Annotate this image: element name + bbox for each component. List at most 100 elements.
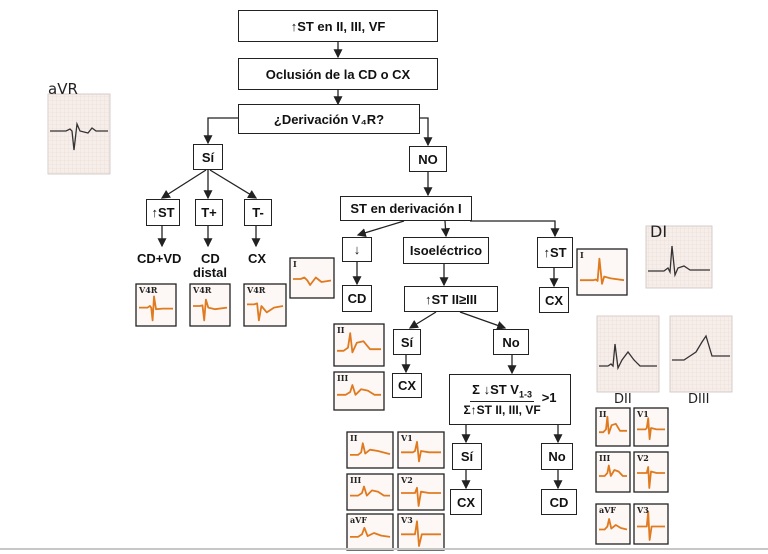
- ecg-photo-di: [645, 225, 713, 289]
- ecg-strip-label: III: [350, 475, 361, 485]
- node-st-lead-i: ST en derivación I: [340, 196, 472, 221]
- ecg-trace: [401, 440, 441, 463]
- ecg-strip-label: III: [337, 373, 348, 383]
- ecg-strip-label: aVF: [599, 505, 616, 515]
- ecg-strip-v2-right: V2: [633, 451, 669, 493]
- figure-label-avr: aVR: [48, 80, 78, 98]
- node-t-positive: T+: [195, 199, 223, 226]
- ecg-strip-label: V1: [400, 433, 413, 443]
- ecg-trace: [637, 466, 665, 489]
- ecg-strip-v4r-3: V4R: [243, 283, 287, 327]
- node-no-3: No: [541, 443, 573, 470]
- ecg-strip-avf-bottom: aVF: [346, 513, 394, 551]
- ecg-trace: [637, 510, 665, 541]
- ecg-strip-label: aVF: [350, 515, 367, 525]
- ecg-strip-iii: III: [333, 371, 385, 411]
- ecg-strip-ii-right: II: [595, 407, 631, 447]
- result-cd-left: CD: [342, 285, 372, 312]
- ecg-strip-label: I: [293, 259, 297, 269]
- node-occlusion: Oclusión de la CD o CX: [238, 58, 438, 90]
- result-cx-right: CX: [539, 287, 569, 313]
- node-formula: Σ ↓ST V1-3 Σ↑ST II, III, VF >1: [449, 374, 571, 425]
- ecg-trace: [599, 415, 627, 435]
- ecg-strip-ii-bottom: II: [346, 431, 394, 469]
- bottom-rule: [0, 548, 768, 550]
- ecg-trace: [350, 485, 390, 497]
- node-no: NO: [409, 146, 447, 172]
- ecg-strip-label: V4R: [192, 285, 212, 295]
- ecg-strip-iii-right: III: [595, 451, 631, 493]
- result-cd-bottom: CD: [541, 489, 577, 515]
- ecg-trace: [637, 417, 665, 441]
- ecg-strip-v2-bottom: V2: [397, 473, 445, 511]
- ecg-strip-v4r-2: V4R: [189, 283, 231, 327]
- ecg-trace: [337, 384, 381, 396]
- node-st-up-right: ↑ST: [537, 237, 573, 268]
- ecg-trace: [350, 526, 391, 538]
- ecg-strip-label: I: [580, 250, 584, 260]
- result-cx: CX: [248, 251, 267, 266]
- ecg-photo-diii: [669, 315, 733, 393]
- node-st-elevation: ↑ST en II, III, VF: [238, 10, 438, 42]
- figure-label-dii: DII: [614, 392, 632, 407]
- ecg-strip-label: V3: [400, 515, 413, 525]
- ecg-strip-v3-bottom: V3: [397, 513, 445, 551]
- node-st-ii-ge-iii: ↑ST II≥III: [404, 286, 498, 312]
- ecg-strip-ii: II: [333, 323, 385, 367]
- node-no-2: No: [493, 329, 529, 355]
- ecg-strip-label: V1: [636, 409, 649, 419]
- ecg-trace: [193, 298, 228, 322]
- ecg-strip-v4r-1: V4R: [135, 283, 177, 327]
- ecg-photo-avr: [47, 93, 111, 175]
- ecg-strip-label: V2: [400, 475, 413, 485]
- ecg-strip-label: II: [599, 409, 607, 419]
- ecg-strip-label: V3: [636, 505, 649, 515]
- result-cd-vd: CD+VD: [137, 251, 182, 266]
- result-cx-mid: CX: [392, 373, 422, 398]
- ecg-strip-v3-right: V3: [633, 503, 669, 545]
- ecg-trace: [401, 486, 441, 507]
- node-si-3: Sí: [452, 443, 482, 470]
- ecg-trace: [599, 464, 627, 477]
- ecg-strip-v1-bottom: V1: [397, 431, 445, 469]
- ecg-strip-label: V4R: [138, 285, 158, 295]
- node-v4r-question: ¿Derivación V₄R?: [238, 104, 420, 134]
- ecg-strip-label: II: [337, 325, 345, 335]
- node-isoelectric: Isoeléctrico: [403, 237, 489, 264]
- formula-numerator-sub: 1-3: [518, 389, 532, 400]
- ecg-trace: [247, 302, 284, 322]
- node-st-up: ↑ST: [146, 199, 180, 226]
- ecg-strip-i-left: I: [289, 257, 335, 299]
- figure-label-diii: DIII: [688, 392, 710, 407]
- ecg-strip-label: II: [350, 433, 358, 443]
- result-cd-distal-line2: distal: [193, 265, 227, 280]
- ecg-strip-label: V4R: [246, 285, 266, 295]
- ecg-trace: [350, 442, 391, 456]
- node-st-down: ↓: [342, 237, 372, 262]
- ecg-strip-iii-bottom: III: [346, 473, 394, 511]
- node-t-negative: T-: [244, 199, 272, 226]
- ecg-strip-avf-right: aVF: [595, 503, 631, 545]
- ecg-strip-label: V2: [636, 453, 649, 463]
- connectors: [157, 42, 563, 490]
- ecg-trace: [401, 520, 441, 547]
- ecg-photo-dii: [596, 315, 660, 393]
- formula-numerator: Σ ↓ST V: [472, 382, 519, 398]
- node-si-2: Sí: [393, 329, 421, 355]
- node-si: Sí: [193, 144, 223, 170]
- ecg-trace: [337, 332, 381, 354]
- ecg-trace: [580, 257, 625, 285]
- formula-gt: >1: [541, 389, 557, 405]
- result-cd-distal-line1: CD: [201, 251, 220, 266]
- ecg-trace: [139, 295, 173, 322]
- result-cx-bottom: CX: [450, 489, 482, 515]
- ecg-trace: [599, 518, 628, 531]
- figure-label-di: DI: [650, 222, 668, 241]
- ecg-strip-v1-right: V1: [633, 407, 669, 447]
- ecg-strip-i-right: I: [576, 248, 628, 296]
- ecg-strip-label: III: [599, 453, 610, 463]
- formula-denominator: Σ↑ST II, III, VF: [463, 402, 541, 417]
- ecg-trace: [293, 276, 332, 286]
